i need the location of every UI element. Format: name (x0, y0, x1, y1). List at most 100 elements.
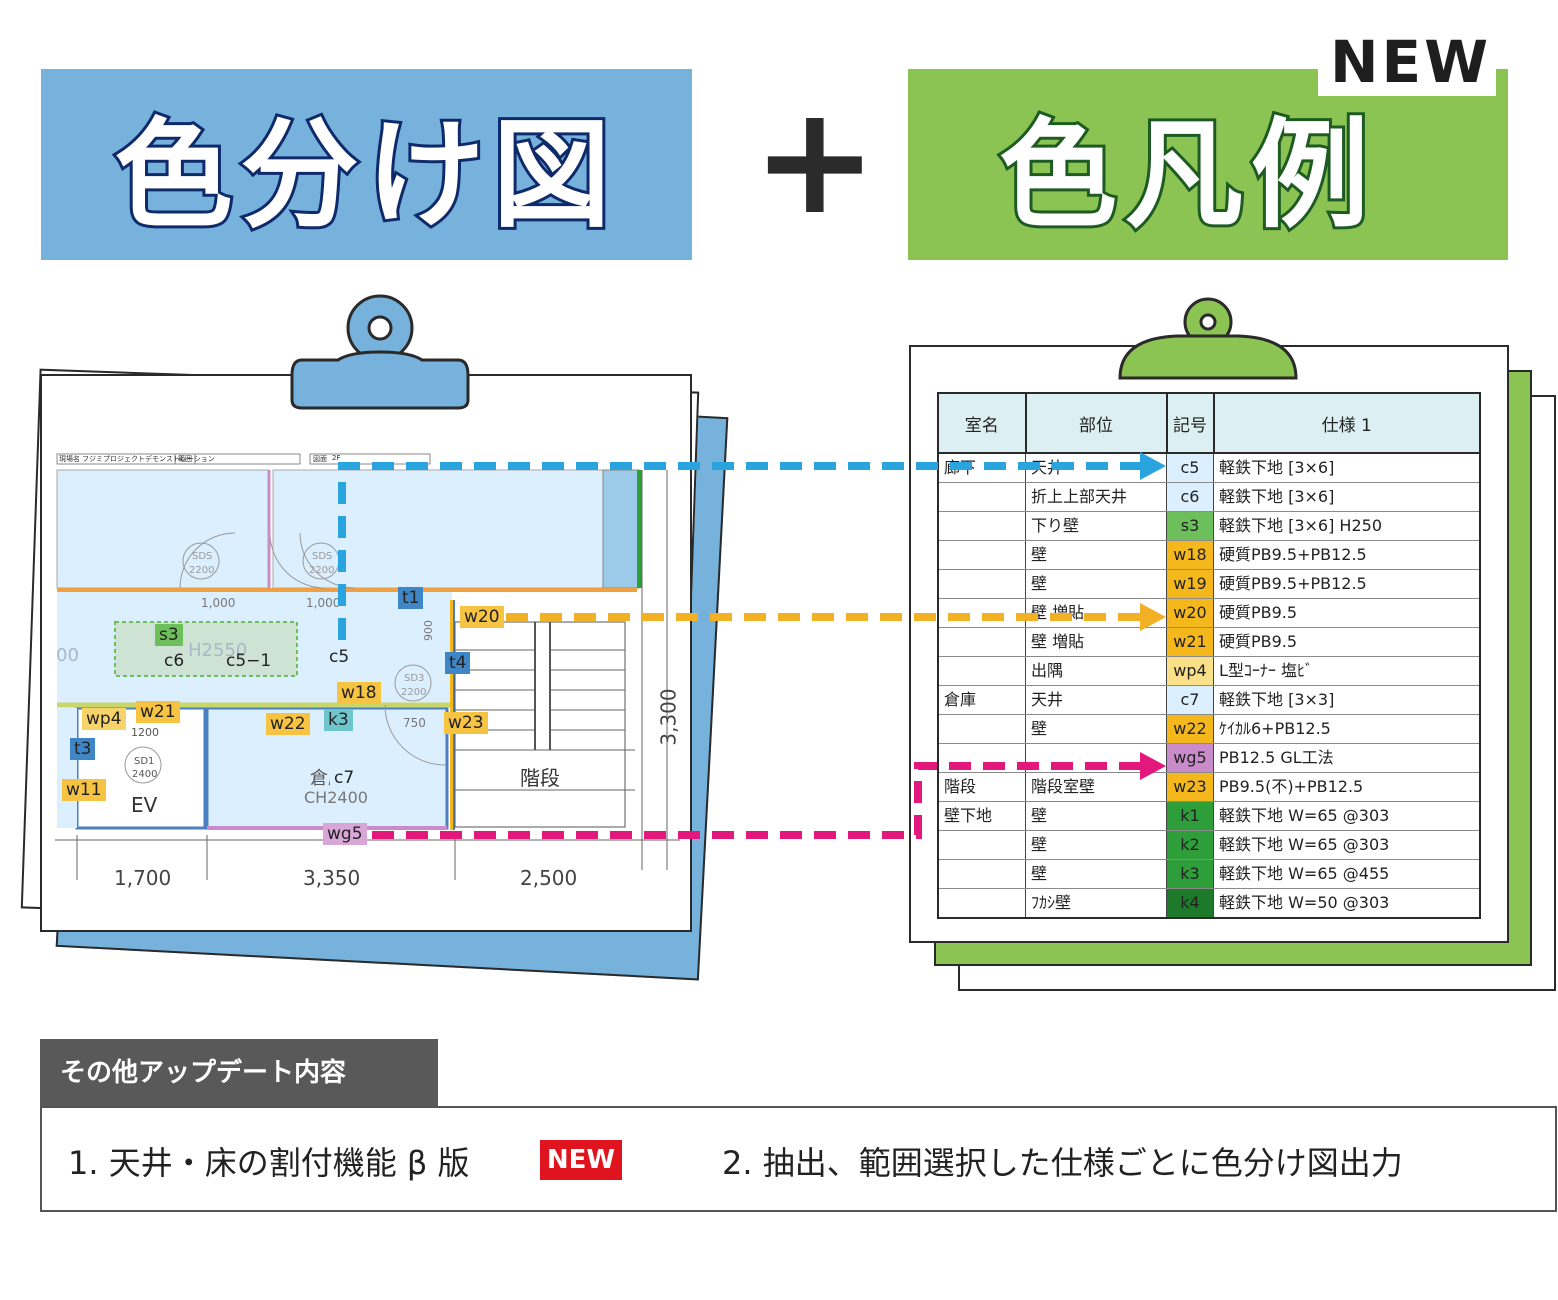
arrow-pink (372, 752, 1166, 839)
dim-1200: 1200 (131, 726, 159, 739)
legend-cell-room (937, 482, 1026, 512)
update-item-1: 1. 天井・床の割付機能 β 版 (68, 1144, 470, 1182)
legend-cell-part: 折上上部天井 (1025, 482, 1167, 512)
legend-cell-code: w22 (1166, 714, 1214, 744)
legend-cell-part: 壁 (1025, 830, 1167, 860)
legend-cell-code: wp4 (1166, 656, 1214, 686)
legend-cell-room (937, 540, 1026, 570)
legend-cell-spec: 軽鉄下地 [3×6] (1213, 482, 1481, 512)
other-updates-box (40, 1106, 1557, 1212)
update-item-1-new-badge: NEW (540, 1140, 622, 1180)
door-sd1-size: 2400 (132, 769, 158, 780)
new-label-backdrop (1318, 36, 1496, 96)
dim-1000-right: 1,000 (306, 596, 341, 610)
legend-cell-code: k4 (1166, 888, 1214, 919)
floor-plan-drawing (55, 453, 680, 880)
legend-cell-spec: 軽鉄下地 W=50 @303 (1213, 888, 1481, 919)
legend-cell-room (937, 569, 1026, 599)
door-sd3-size: 2200 (401, 687, 427, 698)
color-legend-title: 色凡例 (996, 103, 1377, 247)
legend-header-spec: 仕様 1 (1212, 392, 1481, 454)
color-legend-banner: 色凡例 (908, 69, 1508, 260)
legend-cell-spec: 硬質PB9.5+PB12.5 (1213, 540, 1481, 570)
dim-2500: 2,500 (520, 866, 578, 890)
door-sd3: SD3 (404, 673, 425, 684)
legend-cell-spec: 硬質PB9.5 (1213, 627, 1481, 657)
legend-cell-spec: 軽鉄下地 [3×6] H250 (1213, 511, 1481, 541)
legend-cell-code: c6 (1166, 482, 1214, 512)
plan-tag-w20: w20 (460, 606, 504, 628)
plan-tag-w22: w22 (266, 713, 310, 735)
legend-cell-spec: 硬質PB9.5 (1213, 598, 1481, 628)
legend-header-room: 室名 (937, 392, 1027, 454)
legend-header-code: 記号 (1165, 392, 1215, 454)
arrow-orange (506, 603, 1166, 631)
plan-tag-w23: w23 (444, 712, 488, 734)
ch2400-label: CH2400 (304, 788, 368, 807)
plan-tag-c5-1: c5−1 (226, 651, 272, 671)
door-sds-left: SDS (192, 551, 213, 562)
legend-cell-spec: 軽鉄下地 [3×6] (1213, 453, 1481, 483)
legend-cell-code: w18 (1166, 540, 1214, 570)
plan-tag-w21: w21 (136, 701, 180, 723)
door-sd1: SD1 (134, 756, 155, 767)
legend-cell-code: c5 (1166, 453, 1214, 483)
other-updates-tab: その他アップデート内容 (40, 1039, 438, 1107)
legend-cell-room: 階段 (937, 772, 1026, 802)
plan-header-floor: 2F (332, 454, 341, 462)
legend-cell-code: w21 (1166, 627, 1214, 657)
plan-tag-s3: s3 (155, 624, 183, 646)
connector-arrows (338, 452, 1166, 839)
legend-cell-room (937, 830, 1026, 860)
color-map-banner: 色分け図 (41, 69, 692, 260)
new-label: NEW (1330, 28, 1492, 96)
plan-tag-w18: w18 (337, 682, 381, 704)
legend-cell-part: 壁 (1025, 714, 1167, 744)
legend-cell-room (937, 511, 1026, 541)
legend-cell-part: 天井 (1025, 685, 1167, 715)
legend-cell-spec: PB9.5(不)+PB12.5 (1213, 772, 1481, 802)
door-sds-left-size: 2200 (189, 565, 215, 576)
green-clip-icon (1118, 297, 1298, 380)
plan-tag-t4: t4 (445, 652, 471, 674)
legend-cell-code: w20 (1166, 598, 1214, 628)
legend-cell-part: ﾌｶｼ壁 (1025, 888, 1167, 919)
legend-cell-code: k1 (1166, 801, 1214, 831)
legend-cell-spec: PB12.5 GL工法 (1213, 743, 1481, 773)
legend-cell-code: s3 (1166, 511, 1214, 541)
plan-tag-wp4: wp4 (82, 708, 126, 730)
legend-cell-part: 下り壁 (1025, 511, 1167, 541)
blue-clip-icon (290, 294, 470, 410)
plan-tag-w11: w11 (62, 779, 106, 801)
plan-tag-wg5: wg5 (323, 823, 367, 845)
legend-cell-spec: 軽鉄下地 W=65 @303 (1213, 801, 1481, 831)
legend-cell-code: w23 (1166, 772, 1214, 802)
legend-cell-code: w19 (1166, 569, 1214, 599)
update-item-2: 2. 抽出、範囲選択した仕様ごとに色分け図出力 (722, 1144, 1403, 1182)
legend-cell-spec: L型ｺｰﾅｰ 塩ﾋﾞ (1213, 656, 1481, 686)
dim-3350: 3,350 (303, 866, 361, 890)
plan-tag-t1: t1 (398, 587, 424, 609)
legend-cell-room: 倉庫 (937, 685, 1026, 715)
legend-header-row: 室名 部位 記号 仕様 1 (937, 392, 1481, 454)
plan-tag-c6: c6 (164, 651, 185, 671)
legend-cell-part: 壁 増貼 (1025, 627, 1167, 657)
legend-cell-code: k2 (1166, 830, 1214, 860)
plan-tag-k3: k3 (324, 709, 353, 731)
legend-cell-part: 壁 (1025, 859, 1167, 889)
legend-cell-room (937, 714, 1026, 744)
legend-cell-part: 壁 (1025, 540, 1167, 570)
dim-1000-left: 1,000 (201, 596, 236, 610)
legend-cell-room: 壁下地 (937, 801, 1026, 831)
